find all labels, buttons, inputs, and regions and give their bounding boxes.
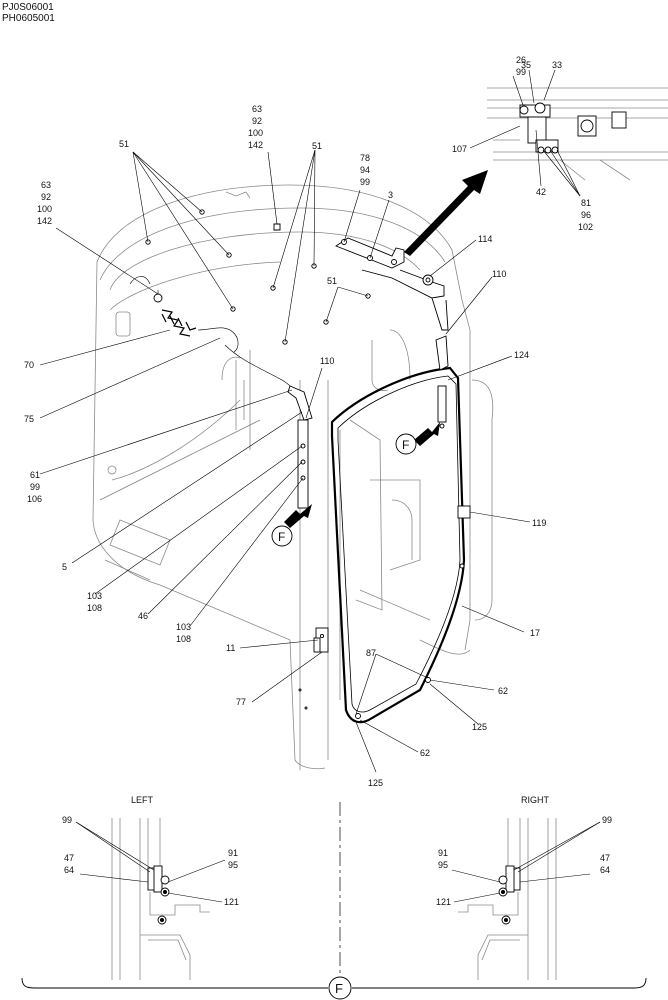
callout-51: 51	[327, 276, 337, 286]
callout-77: 77	[236, 697, 246, 707]
left-callout-64: 64	[64, 865, 74, 875]
callout-42: 42	[536, 187, 546, 197]
left-callout-47: 47	[64, 853, 74, 863]
callout-5: 5	[62, 562, 67, 572]
callout-51: 51	[119, 139, 129, 149]
callout-87: 87	[366, 648, 376, 658]
left-title: LEFT	[131, 795, 154, 805]
callout-142: 142	[37, 216, 52, 226]
callout-11: 11	[226, 643, 235, 653]
callout-99: 99	[360, 177, 370, 187]
inset-leaders	[469, 69, 581, 197]
drawing-code-1: PJ0S06001	[2, 2, 54, 13]
callout-110: 110	[492, 269, 506, 279]
callout-108: 108	[176, 634, 191, 644]
right-callout-99: 99	[602, 815, 612, 825]
arrow-f-left	[284, 504, 312, 528]
lower-latch	[298, 627, 329, 710]
hinge-bracket	[335, 237, 449, 331]
callout-70: 70	[24, 360, 34, 370]
right-callout-95: 95	[438, 860, 448, 870]
detail-right: RIGHT 99 91 95 47 64 121	[436, 795, 612, 980]
callout-63: 63	[41, 180, 51, 190]
callout-110: 110	[320, 356, 334, 366]
callout-92: 92	[41, 192, 51, 202]
callout-96: 96	[581, 210, 591, 220]
callout-108: 108	[87, 603, 102, 613]
left-callout-91: 91	[228, 848, 238, 858]
callout-103: 103	[87, 591, 102, 601]
callout-106: 106	[27, 494, 42, 504]
callout-114: 114	[478, 234, 492, 244]
left-callout-99: 99	[62, 815, 72, 825]
callout-35: 35	[521, 60, 531, 70]
callout-33: 33	[552, 60, 562, 70]
callout-62: 62	[420, 748, 430, 758]
callout-119: 119	[532, 518, 546, 528]
callout-78: 78	[360, 153, 370, 163]
detail-pointer-arrow	[404, 170, 488, 256]
right-title: RIGHT	[521, 795, 550, 805]
callout-61: 61	[30, 470, 40, 480]
callout-99: 99	[30, 482, 40, 492]
callout-100: 100	[37, 204, 52, 214]
callout-99: 99	[516, 67, 526, 77]
latch-bar: F	[271, 385, 313, 547]
marker-f-right: F	[402, 438, 409, 452]
marker-f-bottom: F	[335, 981, 343, 996]
arrow-f-right	[414, 422, 440, 446]
callout-labels: 26 99 35 33 107 42 81 96 102 63 92 100 1…	[24, 55, 593, 788]
cab-body	[92, 184, 494, 770]
callout-81: 81	[581, 198, 591, 208]
callout-51: 51	[312, 141, 322, 151]
right-callout-91: 91	[438, 848, 448, 858]
left-callout-121: 121	[224, 897, 239, 907]
door-frame: F	[330, 335, 471, 724]
callout-94: 94	[360, 165, 370, 175]
callout-17: 17	[530, 628, 540, 638]
callout-62: 62	[498, 686, 508, 696]
right-callout-47: 47	[600, 853, 610, 863]
callout-3: 3	[388, 190, 393, 200]
leader-lines	[39, 149, 531, 773]
callout-107: 107	[452, 144, 467, 154]
callout-125: 125	[472, 722, 487, 732]
left-callout-95: 95	[228, 860, 238, 870]
right-callout-64: 64	[600, 865, 610, 875]
callout-100: 100	[248, 128, 263, 138]
callout-75: 75	[24, 414, 34, 424]
marker-f-left: F	[278, 530, 285, 544]
callout-142: 142	[248, 140, 263, 150]
gas-spring-cable	[129, 276, 297, 399]
callout-124: 124	[514, 350, 529, 360]
callout-92: 92	[252, 116, 262, 126]
callout-46: 46	[138, 611, 148, 621]
callout-63: 63	[252, 104, 262, 114]
detail-bracket: F	[21, 976, 647, 1000]
hinge-inset	[487, 87, 668, 181]
detail-left: LEFT 99 47 64 91 95 121	[62, 795, 239, 980]
callout-103: 103	[176, 622, 191, 632]
drawing-code-2: PH0605001	[2, 13, 55, 24]
callout-102: 102	[578, 222, 593, 232]
right-callout-121: 121	[436, 897, 451, 907]
callout-26: 26	[516, 55, 526, 65]
callout-125: 125	[368, 778, 383, 788]
